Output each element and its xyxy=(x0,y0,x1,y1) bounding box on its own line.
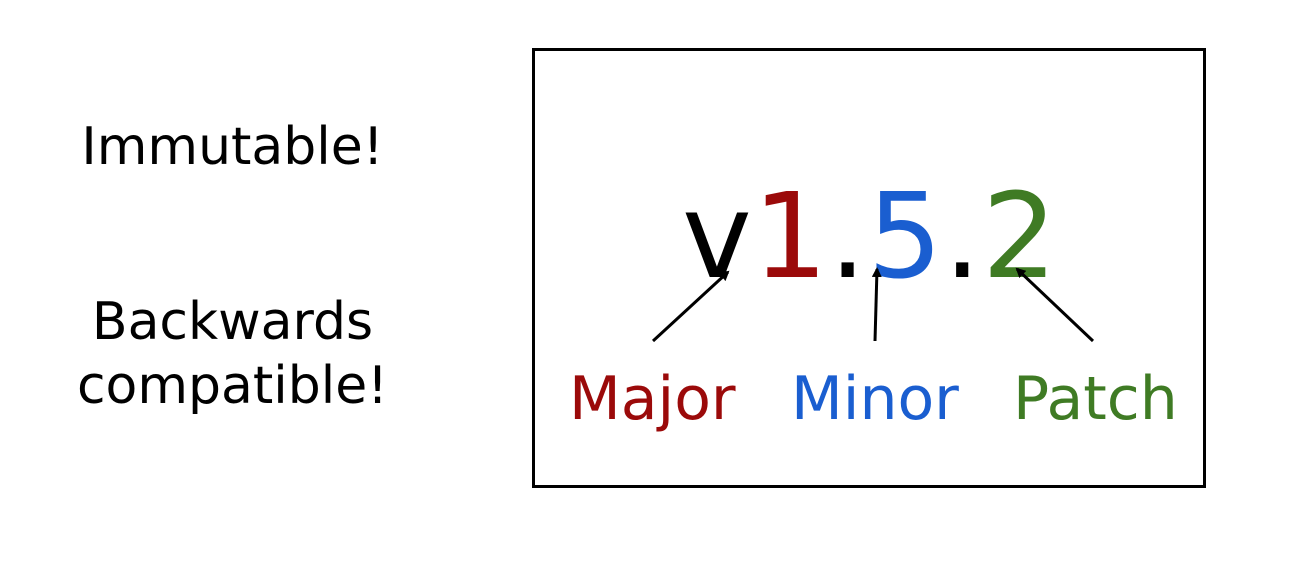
version-major-number: 1 xyxy=(752,167,829,305)
backwards-compatible-line-2: compatible! xyxy=(76,356,389,416)
major-arrow xyxy=(651,270,730,343)
version-patch-number: 2 xyxy=(981,167,1059,305)
minor-label: Minor xyxy=(791,364,959,434)
pointer-arrows xyxy=(651,267,1095,343)
version-string: v1.5.2 xyxy=(535,171,1205,301)
version-prefix: v xyxy=(681,167,753,305)
major-label: Major xyxy=(569,364,736,434)
version-box: v1.5.2 Major Minor Patch xyxy=(532,48,1206,488)
version-minor-number: 5 xyxy=(867,167,944,305)
patch-arrow xyxy=(1015,267,1095,343)
version-separator-2: . xyxy=(943,167,982,305)
immutable-note: Immutable! xyxy=(81,117,384,177)
patch-label: Patch xyxy=(1013,364,1178,434)
backwards-compatible-line-1: Backwards xyxy=(91,292,374,352)
version-separator-1: . xyxy=(828,167,868,305)
backwards-compatible-note: Backwards compatible! xyxy=(40,290,425,418)
minor-arrow xyxy=(871,267,882,342)
